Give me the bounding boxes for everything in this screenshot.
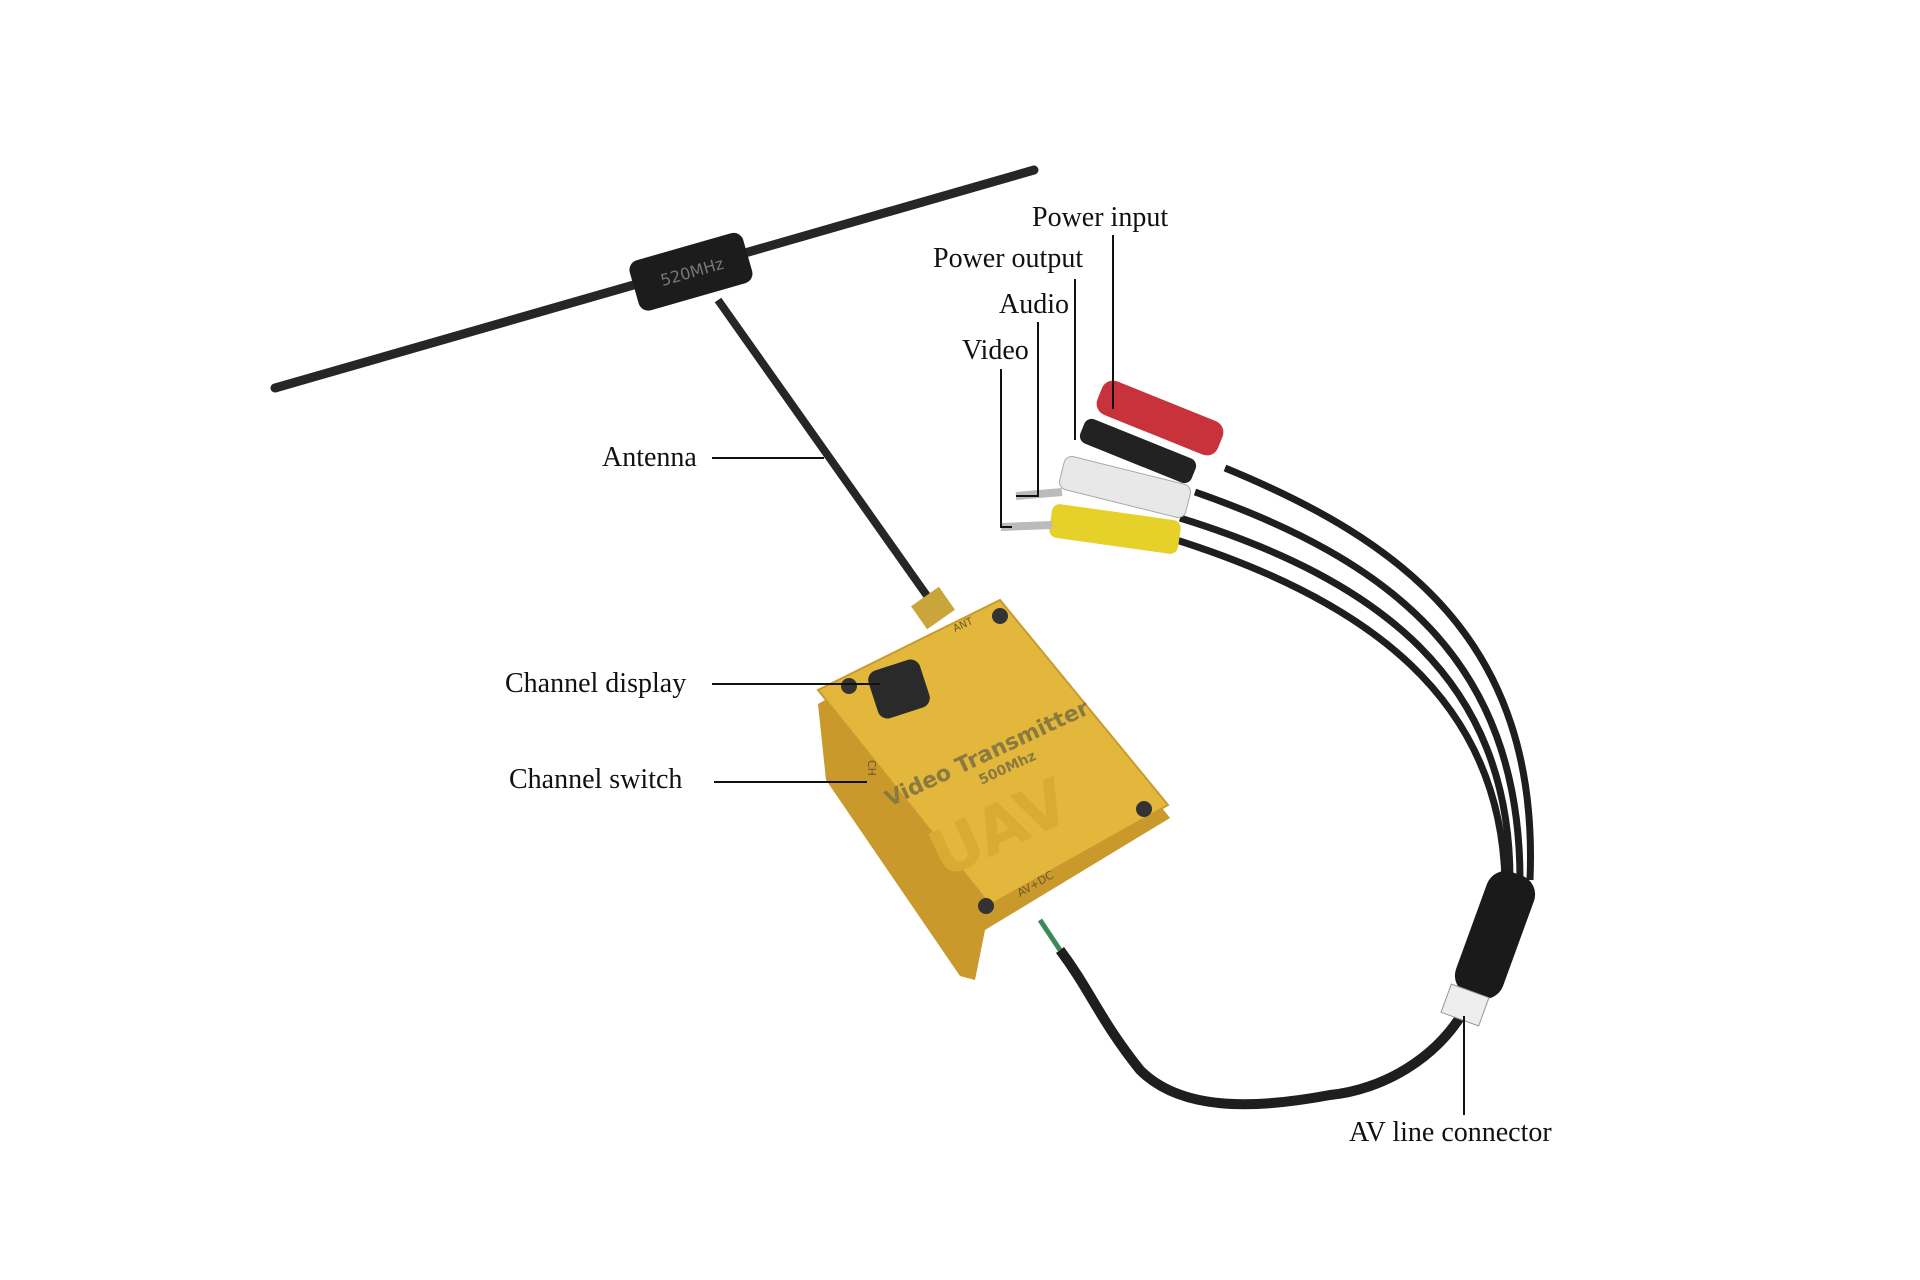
label-audio: Audio bbox=[999, 289, 1069, 320]
label-power-output: Power output bbox=[933, 243, 1084, 274]
power-input-plug bbox=[1096, 380, 1224, 456]
video-plug bbox=[1049, 504, 1181, 554]
av-line-connector bbox=[1440, 983, 1490, 1027]
cables bbox=[1055, 464, 1534, 1110]
label-video: Video bbox=[962, 335, 1029, 366]
label-antenna: Antenna bbox=[602, 442, 697, 473]
leader-lines bbox=[712, 235, 1465, 1115]
rca-plugs bbox=[1000, 380, 1224, 554]
channel-display-window bbox=[868, 659, 930, 719]
label-av-line-connector: AV line connector bbox=[1349, 1117, 1552, 1148]
transmitter-housing: Video Transmitter 500Mhz UAV ANT AV+DC C… bbox=[816, 598, 1170, 980]
label-power-input: Power input bbox=[1032, 202, 1169, 233]
label-channel-switch: Channel switch bbox=[509, 764, 683, 795]
ch-port-label: CH bbox=[865, 760, 878, 776]
label-channel-display: Channel display bbox=[505, 668, 687, 699]
antenna: 520MHz bbox=[270, 165, 1039, 630]
audio-plug bbox=[1059, 455, 1191, 519]
power-output-plug bbox=[1079, 418, 1197, 484]
